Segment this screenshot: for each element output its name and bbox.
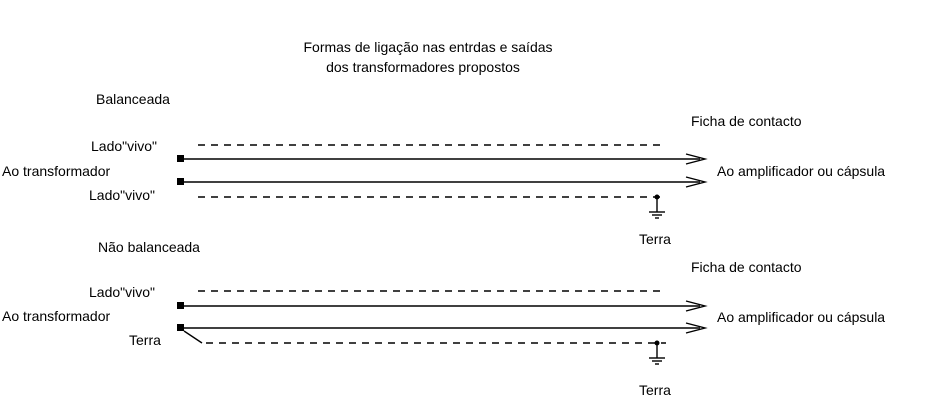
diagram-title-line2: dos transformadores propostos bbox=[326, 59, 520, 75]
diagram-title-line1: Formas de ligação nas entrdas e saídas bbox=[303, 39, 552, 55]
balanced-bottom-live-label: Lado"vivo" bbox=[89, 187, 155, 203]
unbalanced-destination-label: Ao amplificador ou cápsula bbox=[717, 309, 885, 325]
balanced-lower-arrow-head-icon bbox=[685, 176, 708, 188]
unbalanced-top-live-label: Lado"vivo" bbox=[89, 284, 155, 300]
unbalanced-source-label: Ao transformador bbox=[2, 308, 110, 324]
unbalanced-upper-arrow-head-icon bbox=[685, 300, 708, 312]
balanced-connector-label: Ficha de contacto bbox=[691, 113, 802, 129]
balanced-section: Balanceada Ficha de contacto Lado"vivo" … bbox=[2, 91, 885, 247]
balanced-upper-terminal-icon bbox=[177, 155, 184, 162]
balanced-destination-label: Ao amplificador ou cápsula bbox=[717, 163, 885, 179]
balanced-ground-symbol-icon bbox=[649, 194, 665, 219]
unbalanced-bottom-ground-label: Terra bbox=[129, 332, 161, 348]
unbalanced-ground-jumper-line bbox=[183, 330, 203, 344]
unbalanced-section: Não balanceada Ficha de contacto Lado"vi… bbox=[2, 239, 885, 398]
unbalanced-ground-symbol-icon bbox=[649, 340, 665, 365]
unbalanced-upper-terminal-icon bbox=[177, 302, 184, 309]
balanced-ground-label: Terra bbox=[639, 231, 671, 247]
balanced-upper-arrow-head-icon bbox=[685, 153, 708, 165]
balanced-heading: Balanceada bbox=[96, 91, 170, 107]
unbalanced-ground-label: Terra bbox=[639, 382, 671, 398]
unbalanced-connector-label: Ficha de contacto bbox=[691, 259, 802, 275]
unbalanced-lower-arrow-head-icon bbox=[685, 322, 708, 334]
balanced-top-live-label: Lado"vivo" bbox=[91, 138, 157, 154]
unbalanced-lower-terminal-icon bbox=[177, 324, 184, 331]
balanced-lower-terminal-icon bbox=[177, 178, 184, 185]
balanced-source-label: Ao transformador bbox=[2, 163, 110, 179]
unbalanced-heading: Não balanceada bbox=[98, 239, 200, 255]
